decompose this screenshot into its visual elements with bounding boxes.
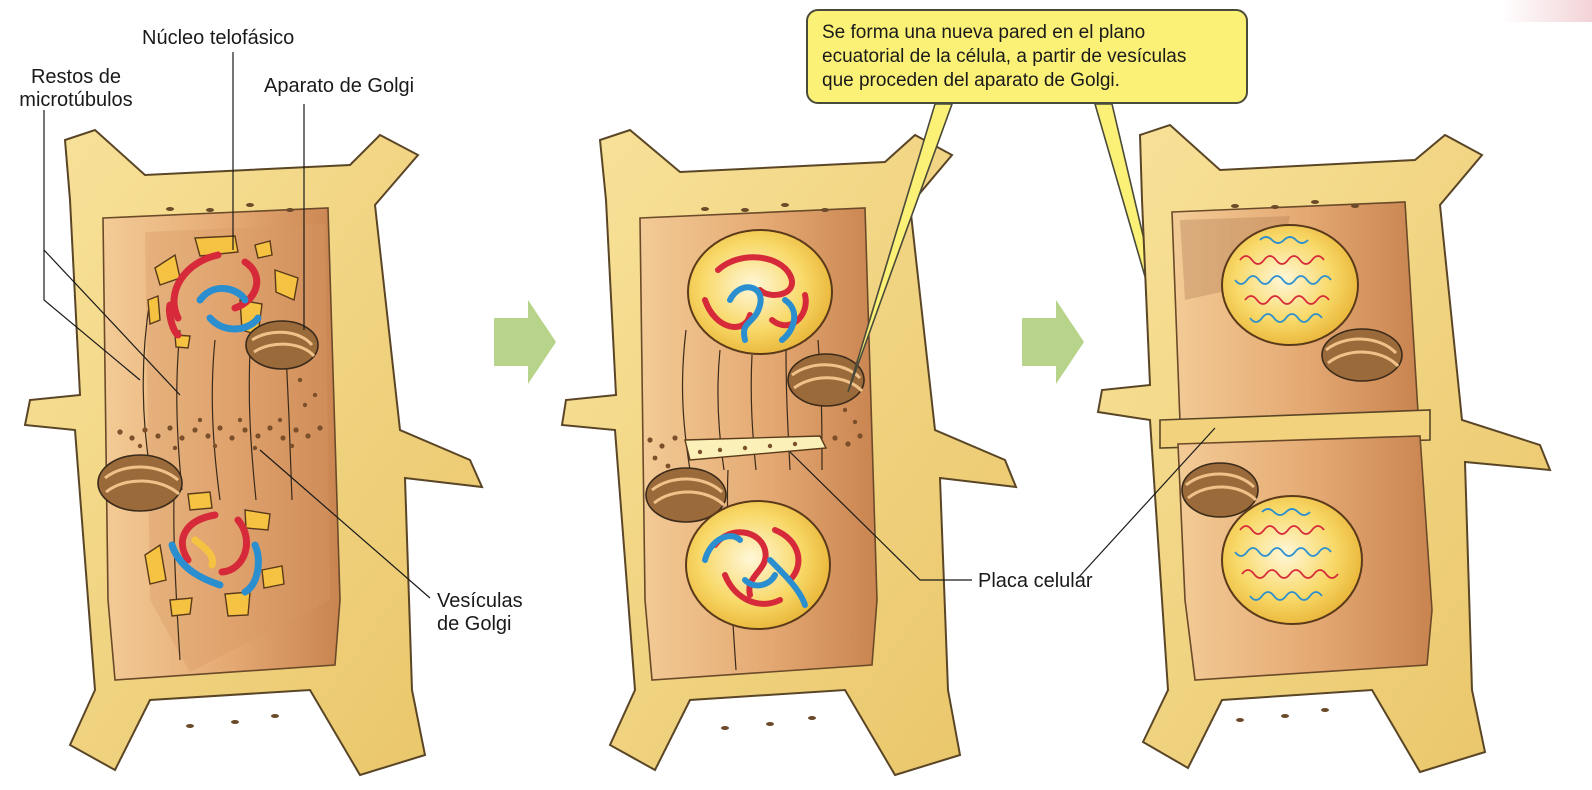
callout-box: Se forma una nueva pared en el plano ecu…: [806, 9, 1248, 104]
callout-line2: ecuatorial de la célula, a partir de ves…: [822, 45, 1232, 69]
nucleus-top: [688, 230, 832, 354]
corner-mark: [1502, 0, 1592, 22]
label-vesiculas-line1: Vesículas: [437, 590, 523, 613]
label-restos-line1: Restos de: [6, 66, 146, 89]
cell-cytokinesis: [562, 130, 1016, 775]
nucleus-bottom: [686, 501, 830, 629]
label-aparato-golgi: Aparato de Golgi: [264, 75, 414, 98]
callout-line1: Se forma una nueva pared en el plano: [822, 21, 1232, 45]
golgi-bottom-left: [1182, 463, 1258, 517]
arrow-2-icon: [1022, 300, 1084, 384]
cell-telophase: [25, 130, 482, 775]
golgi-top: [1322, 329, 1402, 381]
label-vesiculas-golgi: Vesículas de Golgi: [437, 590, 523, 636]
label-nucleo-telofasico: Núcleo telofásico: [142, 27, 294, 50]
golgi-bottom-left: [98, 455, 182, 511]
nucleus-bottom-interphase: [1222, 496, 1362, 624]
cell-daughters: [1098, 125, 1550, 772]
nucleus-top-interphase: [1222, 225, 1358, 345]
golgi-top: [246, 321, 318, 369]
label-restos-line2: microtúbulos: [6, 89, 146, 112]
callout-line3: que proceden del aparato de Golgi.: [822, 69, 1232, 93]
label-restos-microtubulos: Restos de microtúbulos: [6, 66, 146, 112]
label-placa-celular: Placa celular: [978, 570, 1093, 593]
label-vesiculas-line2: de Golgi: [437, 613, 523, 636]
arrow-1-icon: [494, 300, 556, 384]
